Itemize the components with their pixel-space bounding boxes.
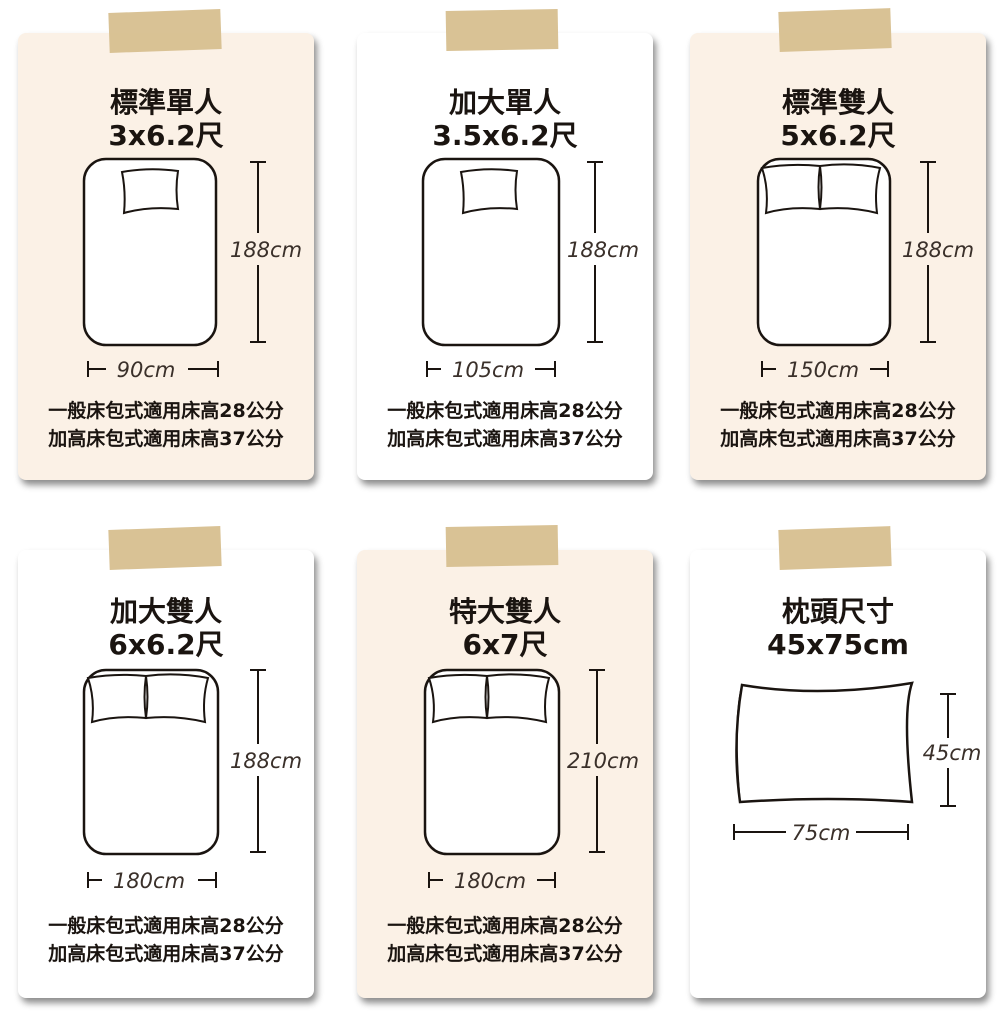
card-title-size: 45x75cm xyxy=(767,628,909,661)
note-line-regular: 一般床包式適用床高28公分 xyxy=(720,400,956,422)
width-label: 180cm xyxy=(113,869,185,893)
bed-height-note: 一般床包式適用床高28公分 加高床包式適用床高37公分 xyxy=(18,912,314,968)
note-line-tall: 加高床包式適用床高37公分 xyxy=(387,428,623,450)
size-card-large-double: 加大雙人 6x6.2尺 188cm 180cm 一般床包式適用床高28公分 加高… xyxy=(18,550,314,998)
bed-height-note: 一般床包式適用床高28公分 加高床包式適用床高37公分 xyxy=(357,912,653,968)
tape-strip xyxy=(778,526,892,570)
card-title-name: 加大雙人 xyxy=(109,595,222,628)
card-title-name: 枕頭尺寸 xyxy=(781,595,894,628)
width-label: 105cm xyxy=(452,358,524,382)
tape-strip xyxy=(778,8,892,52)
double-bed-icon: 188cm 180cm xyxy=(82,668,306,894)
note-line-regular: 一般床包式適用床高28公分 xyxy=(387,400,623,422)
card-title: 標準單人 3x6.2尺 xyxy=(18,86,314,152)
pillow-icon: 45cm 75cm xyxy=(733,681,982,846)
card-title-size: 6x7尺 xyxy=(462,628,548,661)
card-title: 加大單人 3.5x6.2尺 xyxy=(357,86,653,152)
size-card-large-single: 加大單人 3.5x6.2尺 188cm 105cm 一般床包式適用床高28公分 … xyxy=(357,33,653,480)
width-label: 180cm xyxy=(454,869,526,893)
size-card-pillow: 枕頭尺寸 45x75cm 45cm 75cm xyxy=(690,550,986,998)
card-title-name: 標準雙人 xyxy=(781,86,894,119)
double-bed-icon: 188cm 150cm xyxy=(756,157,980,383)
card-title-size: 5x6.2尺 xyxy=(780,119,896,152)
note-line-regular: 一般床包式適用床高28公分 xyxy=(48,915,284,937)
width-label: 150cm xyxy=(787,358,859,382)
note-line-regular: 一般床包式適用床高28公分 xyxy=(387,915,623,937)
double-bed-icon: 210cm 180cm xyxy=(423,668,643,894)
width-label: 75cm xyxy=(792,821,851,845)
height-label: 188cm xyxy=(230,238,302,262)
height-label: 45cm xyxy=(923,741,982,765)
card-title: 特大雙人 6x7尺 xyxy=(357,595,653,661)
width-label: 90cm xyxy=(117,358,176,382)
card-title-size: 6x6.2尺 xyxy=(108,628,224,661)
card-title-name: 特大雙人 xyxy=(448,595,561,628)
tape-strip xyxy=(108,9,222,53)
note-line-tall: 加高床包式適用床高37公分 xyxy=(48,943,284,965)
size-card-standard-single: 標準單人 3x6.2尺 188cm 90cm 一般床包式適用床高28公分 加高床… xyxy=(18,33,314,480)
card-title: 標準雙人 5x6.2尺 xyxy=(690,86,986,152)
single-bed-icon: 188cm 105cm xyxy=(421,157,639,383)
height-label: 210cm xyxy=(567,749,639,773)
bed-height-note: 一般床包式適用床高28公分 加高床包式適用床高37公分 xyxy=(690,397,986,453)
card-title-name: 加大單人 xyxy=(448,86,561,119)
card-title-name: 標準單人 xyxy=(109,86,222,119)
note-line-tall: 加高床包式適用床高37公分 xyxy=(387,943,623,965)
tape-strip xyxy=(108,526,222,570)
height-label: 188cm xyxy=(567,238,639,262)
height-label: 188cm xyxy=(902,238,974,262)
card-title-size: 3.5x6.2尺 xyxy=(432,119,578,152)
card-title-size: 3x6.2尺 xyxy=(108,119,224,152)
size-card-standard-double: 標準雙人 5x6.2尺 188cm 150cm 一般床包式適用床高28公分 加高… xyxy=(690,33,986,480)
tape-strip xyxy=(445,9,559,51)
size-card-king-double: 特大雙人 6x7尺 210cm 180cm 一般床包式適用床高28公分 加高床包… xyxy=(357,550,653,998)
tape-strip xyxy=(445,525,559,567)
bed-height-note: 一般床包式適用床高28公分 加高床包式適用床高37公分 xyxy=(18,397,314,453)
height-label: 188cm xyxy=(230,749,302,773)
note-line-tall: 加高床包式適用床高37公分 xyxy=(720,428,956,450)
card-title: 加大雙人 6x6.2尺 xyxy=(18,595,314,661)
note-line-regular: 一般床包式適用床高28公分 xyxy=(48,400,284,422)
bed-height-note: 一般床包式適用床高28公分 加高床包式適用床高37公分 xyxy=(357,397,653,453)
note-line-tall: 加高床包式適用床高37公分 xyxy=(48,428,284,450)
single-bed-icon: 188cm 90cm xyxy=(82,157,302,383)
card-title: 枕頭尺寸 45x75cm xyxy=(690,595,986,661)
